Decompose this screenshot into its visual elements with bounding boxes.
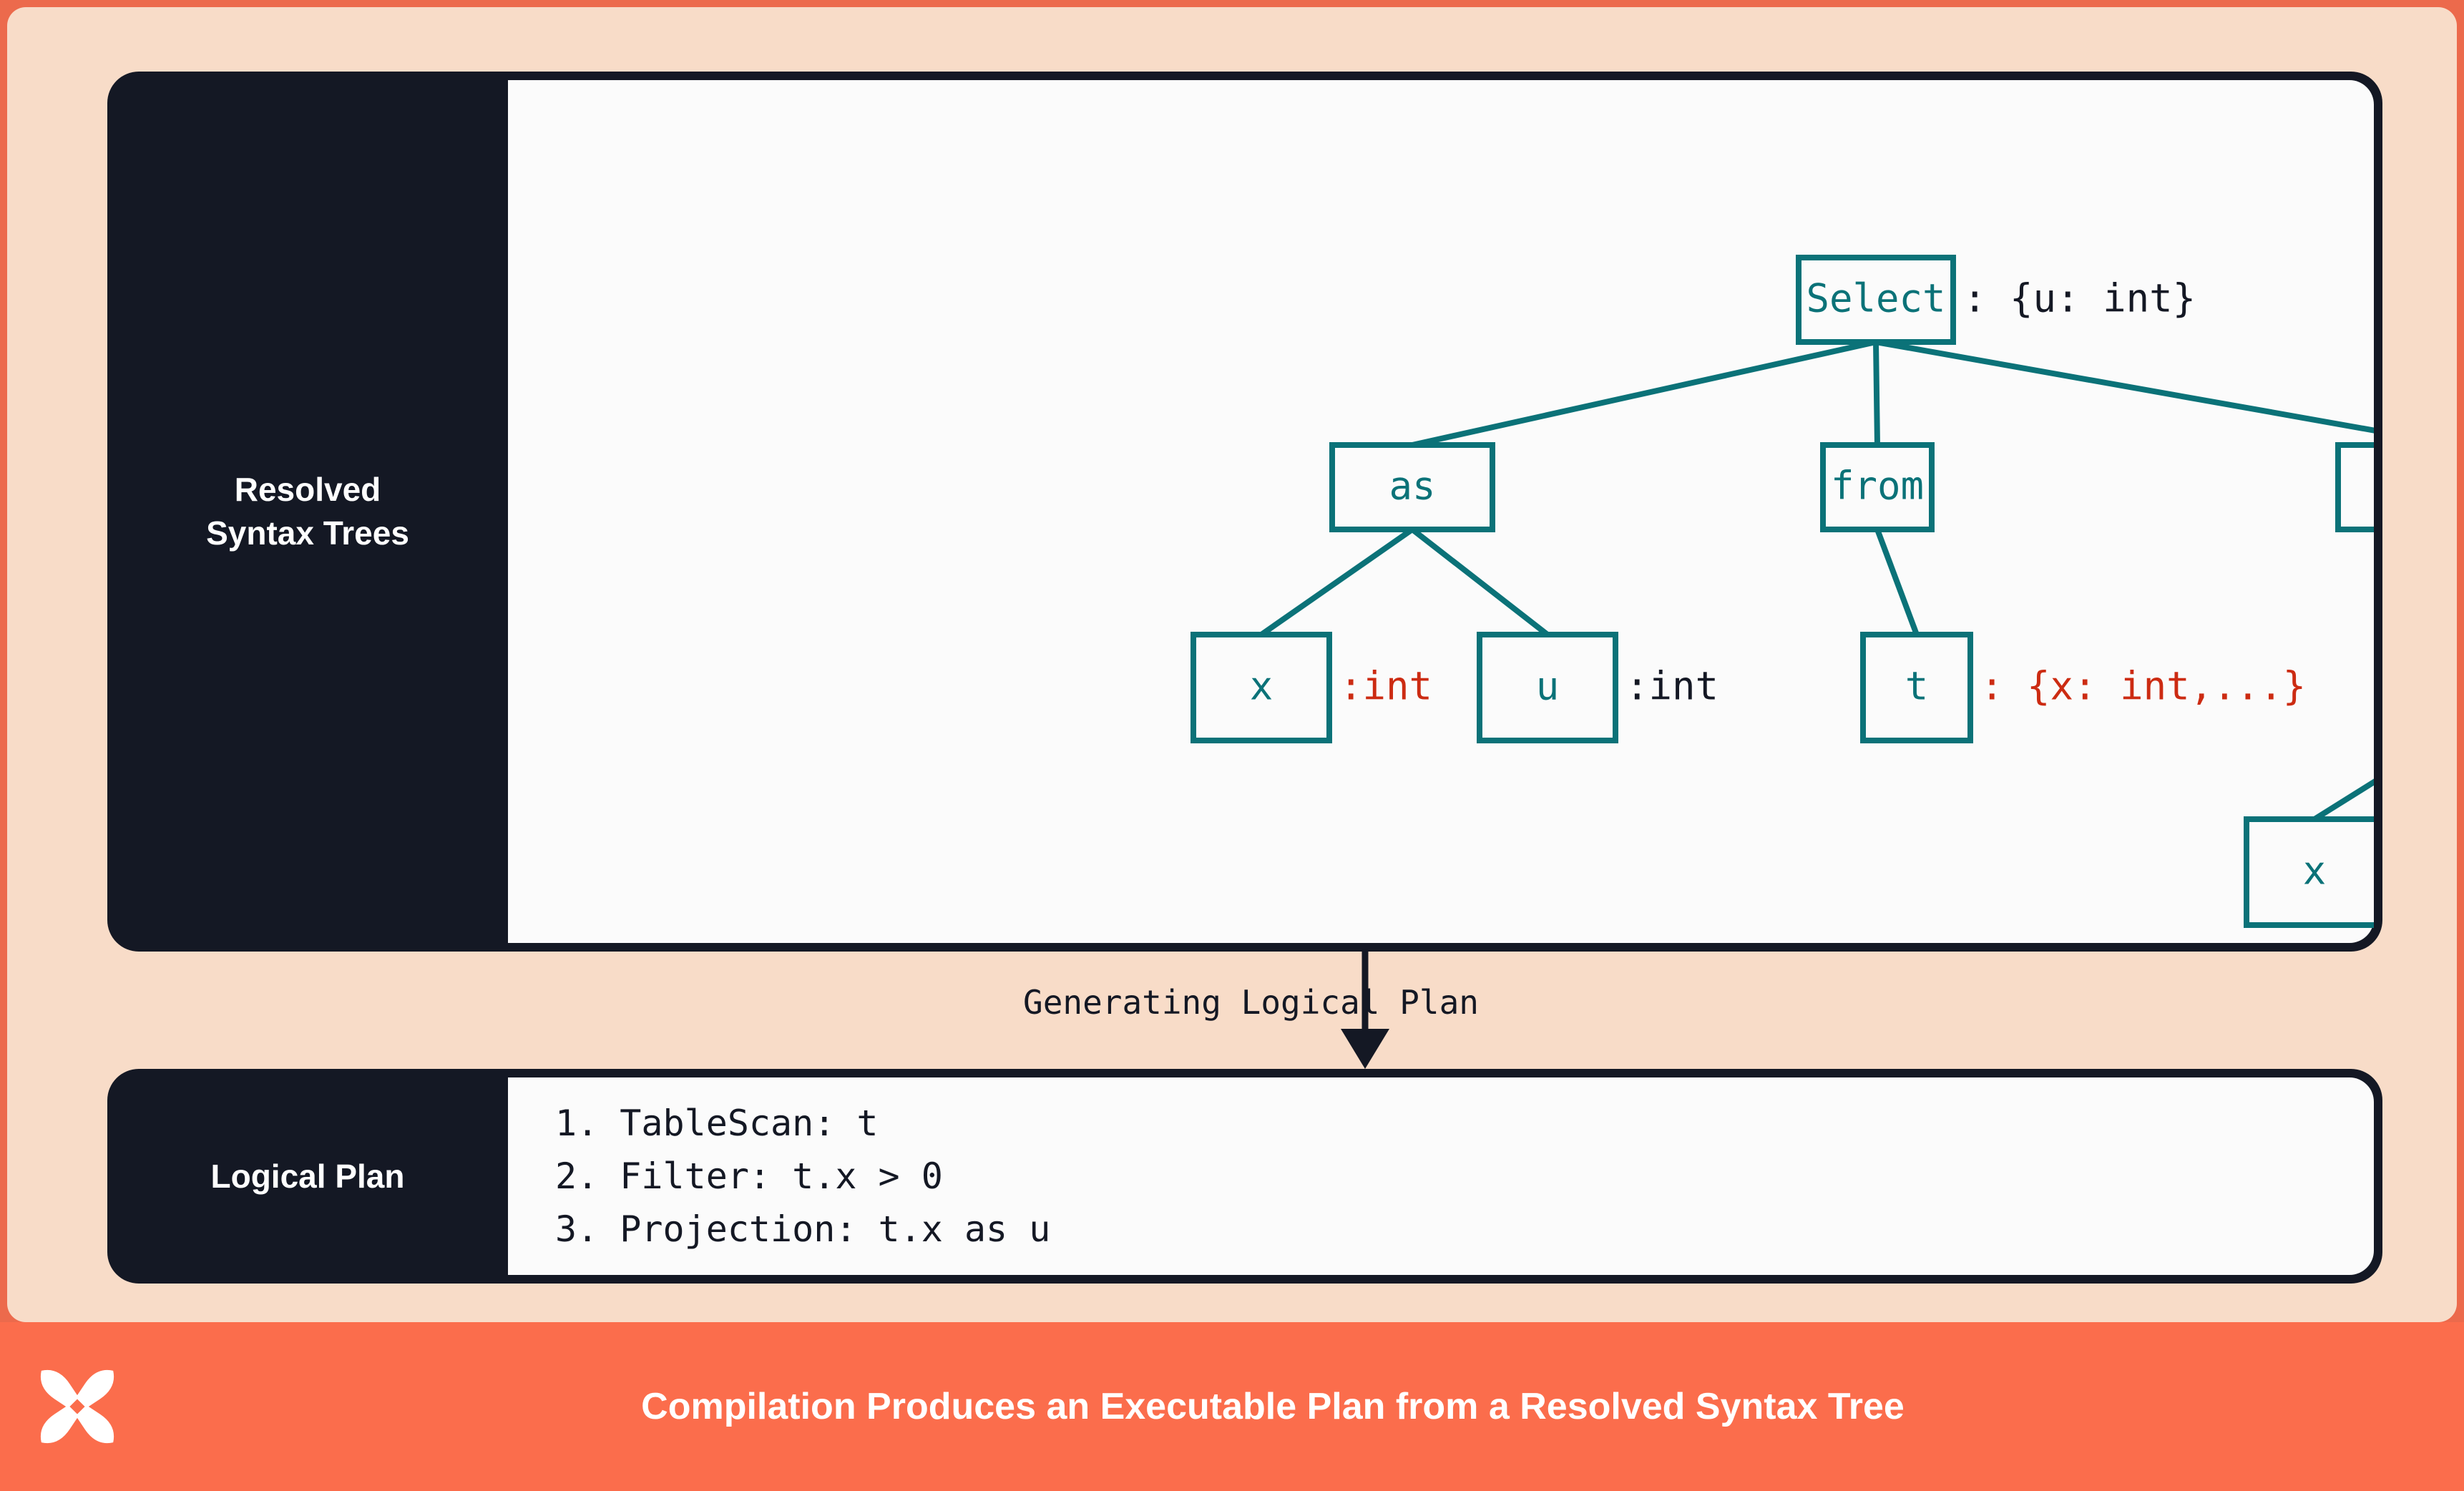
tree-edge <box>1412 339 1877 448</box>
generating-logical-plan-connector: Generating Logical Plan <box>107 952 2382 1069</box>
node-box <box>1191 632 1332 743</box>
connector-arrow-svg <box>1341 952 1389 1069</box>
node-label: u <box>1536 664 1560 709</box>
tree-node-where[interactable]: where <box>2335 442 2374 532</box>
tree-edge <box>1259 527 1414 637</box>
logical-plan-steps: 1. TableScan: t 2. Filter: t.x > 0 3. Proj… <box>508 1097 1050 1256</box>
tree-node-layer: Select: {u: int}asfromwherex:intu:intt: … <box>1191 255 2374 928</box>
tree-canvas: Select: {u: int}asfromwherex:intu:intt: … <box>508 80 2374 943</box>
tree-edge-layer <box>1259 339 2374 822</box>
node-type-annotation: :int <box>1625 664 1719 709</box>
node-box <box>2335 442 2374 532</box>
plan-panel-label: Logical Plan <box>210 1157 405 1195</box>
bottom-banner: Compilation Produces an Executable Plan … <box>0 1322 2464 1491</box>
connector-label: Generating Logical Plan <box>1023 983 1479 1022</box>
tree-edge <box>1875 339 2374 434</box>
node-label: as <box>1389 464 1435 509</box>
tree-edge <box>1410 527 1550 637</box>
node-label: from <box>1831 464 1924 509</box>
tree-edge <box>1874 528 1920 636</box>
tree-node-select[interactable]: Select : {u: int} <box>1796 255 2196 345</box>
node-label: x <box>2303 849 2327 894</box>
tree-node-as[interactable]: as <box>1329 442 1495 532</box>
tree-node-from[interactable]: from <box>1820 442 1935 532</box>
node-box <box>1820 442 1935 532</box>
node-type-annotation: : {u: int} <box>1963 276 2196 321</box>
node-box <box>1329 442 1495 532</box>
tree-panel-label: Resolved Syntax Trees <box>107 72 508 952</box>
plan-canvas: 1. TableScan: t 2. Filter: t.x > 0 3. Proj… <box>508 1077 2374 1275</box>
arrow-head <box>1341 1029 1389 1069</box>
tree-edge <box>2312 778 2374 822</box>
tree-node-as-x[interactable]: x :int <box>1191 632 1432 743</box>
tree-edge <box>1873 341 1880 446</box>
plan-step: 2. Filter: t.x > 0 <box>555 1155 943 1197</box>
tree-panel-label-line2: Syntax Trees <box>206 514 409 552</box>
node-type-annotation: : {x: int,...} <box>1980 664 2306 709</box>
banner-caption: Compilation Produces an Executable Plan … <box>641 1386 1905 1427</box>
plan-step: 3. Projection: t.x as u <box>555 1208 1051 1250</box>
butterfly-x-logo-icon <box>40 1369 114 1444</box>
node-label: Select <box>1806 276 1945 321</box>
node-label: x <box>1250 664 1273 709</box>
node-label: t <box>1905 664 1929 709</box>
tree-panel-label-line1: Resolved <box>234 471 381 509</box>
node-box <box>2244 816 2374 928</box>
resolved-syntax-trees-card: Resolved Syntax Trees Select : {u: int} as… <box>107 72 2382 952</box>
node-box <box>1860 632 1973 743</box>
tree-node-as-u[interactable]: u :int <box>1477 632 1719 743</box>
node-type-annotation: :int <box>1339 664 1432 709</box>
logical-plan-card: Logical Plan 1. TableScan: t 2. Filter: t… <box>107 1069 2382 1284</box>
tree-node-gt-x[interactable]: x:int <box>2244 816 2374 928</box>
tree-node-from-t[interactable]: t : {x: int,...} <box>1860 632 2306 743</box>
node-box <box>1796 255 1956 345</box>
plan-step: 1. TableScan: t <box>555 1103 879 1144</box>
node-box <box>1477 632 1618 743</box>
syntax-tree-svg: Select: {u: int}asfromwherex:intu:intt: … <box>1191 255 2374 928</box>
